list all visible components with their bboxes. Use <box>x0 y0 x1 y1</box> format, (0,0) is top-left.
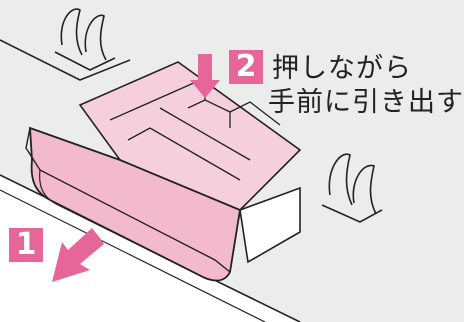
drawer-partitions <box>109 77 281 181</box>
drawer-handle-grip <box>39 169 206 279</box>
detergent-drawer-front <box>29 126 242 282</box>
hinge-top-left <box>54 8 116 71</box>
step-2-badge: 2 <box>229 50 263 84</box>
panel-edge-line <box>0 39 131 81</box>
hinge-right <box>321 153 383 223</box>
step-1-badge: 1 <box>9 228 43 262</box>
panel-front-edge-2 <box>0 189 266 322</box>
pull-arrow-icon <box>52 228 104 282</box>
drawer-cavity <box>239 186 301 264</box>
down-arrow-icon <box>190 54 220 98</box>
step-2-instruction-line-2: 手前に引き出す <box>268 87 464 118</box>
step-2-instruction-line-1: 押しながら <box>272 53 412 84</box>
detergent-drawer-top <box>78 61 302 211</box>
